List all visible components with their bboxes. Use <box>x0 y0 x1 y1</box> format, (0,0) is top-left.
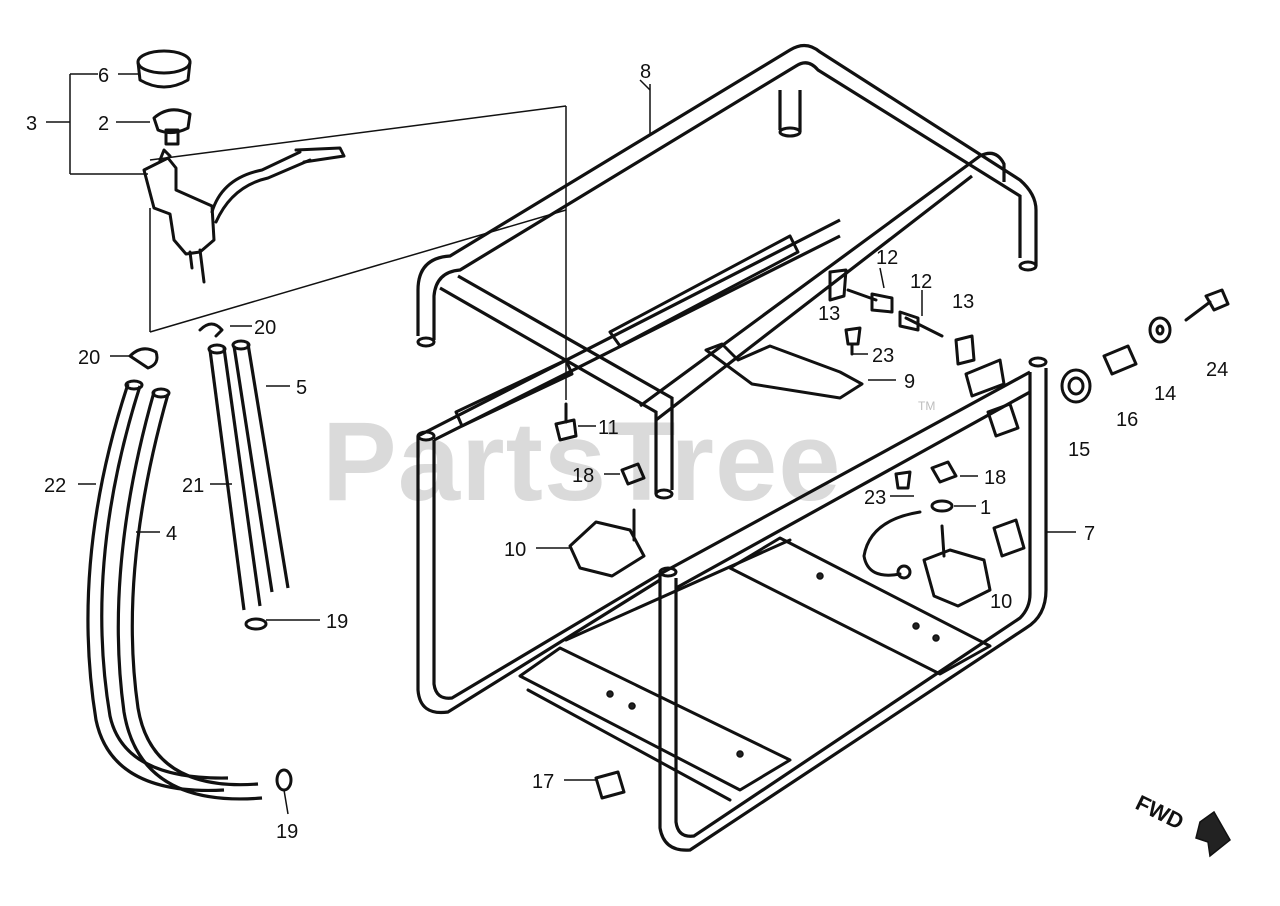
callout-20-b: 20 <box>78 347 100 369</box>
callout-5: 5 <box>296 377 307 399</box>
callout-19-b: 19 <box>276 821 298 843</box>
watermark-tm: TM <box>918 399 935 413</box>
callout-22: 22 <box>44 475 66 497</box>
callout-7: 7 <box>1084 523 1095 545</box>
callout-13-a: 13 <box>818 303 840 325</box>
leader-lines <box>78 79 1076 815</box>
callout-13-b: 13 <box>952 291 974 313</box>
callout-17: 17 <box>532 771 554 793</box>
callout-2: 2 <box>98 113 109 135</box>
callout-19-a: 19 <box>326 611 348 633</box>
callout-8: 8 <box>640 61 651 83</box>
fwd-label: FWD <box>1132 790 1188 834</box>
watermark-text: PartsTree <box>322 399 842 524</box>
callout-24: 24 <box>1206 359 1228 381</box>
callout-9: 9 <box>904 371 915 393</box>
callout-18-b: 18 <box>984 467 1006 489</box>
callout-14: 14 <box>1154 383 1176 405</box>
callout-15: 15 <box>1068 439 1090 461</box>
hoses <box>86 322 293 801</box>
callout-6: 6 <box>98 65 109 87</box>
callout-12-a: 12 <box>876 247 898 269</box>
callout-18-a: 18 <box>572 465 594 487</box>
callout-12-b: 12 <box>910 271 932 293</box>
callout-10-b: 10 <box>990 591 1012 613</box>
callout-21: 21 <box>182 475 204 497</box>
switch-assembly <box>46 49 567 400</box>
callouts: 6 3 2 8 20 20 5 22 21 4 19 19 12 12 13 1… <box>26 61 1228 843</box>
lower-frame <box>416 218 1048 852</box>
callout-23-a: 23 <box>872 345 894 367</box>
callout-10-a: 10 <box>504 539 526 561</box>
callout-4: 4 <box>166 523 177 545</box>
callout-23-b: 23 <box>864 487 886 509</box>
callout-1: 1 <box>980 497 991 519</box>
callout-3: 3 <box>26 113 37 135</box>
callout-20-a: 20 <box>254 317 276 339</box>
callout-11: 11 <box>598 417 619 439</box>
callout-16: 16 <box>1116 409 1138 431</box>
hardware <box>554 268 1231 858</box>
upper-frame <box>416 43 1038 500</box>
